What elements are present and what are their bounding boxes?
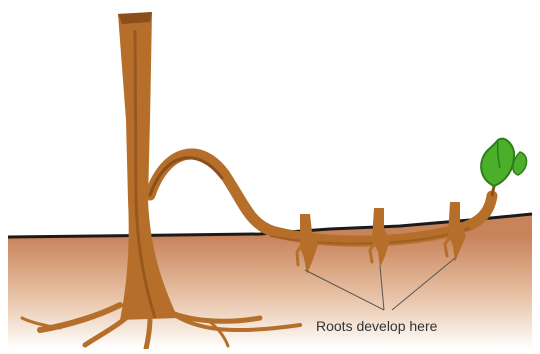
annotation-label: Roots develop here: [316, 318, 437, 334]
sprout-icon: [481, 139, 526, 196]
